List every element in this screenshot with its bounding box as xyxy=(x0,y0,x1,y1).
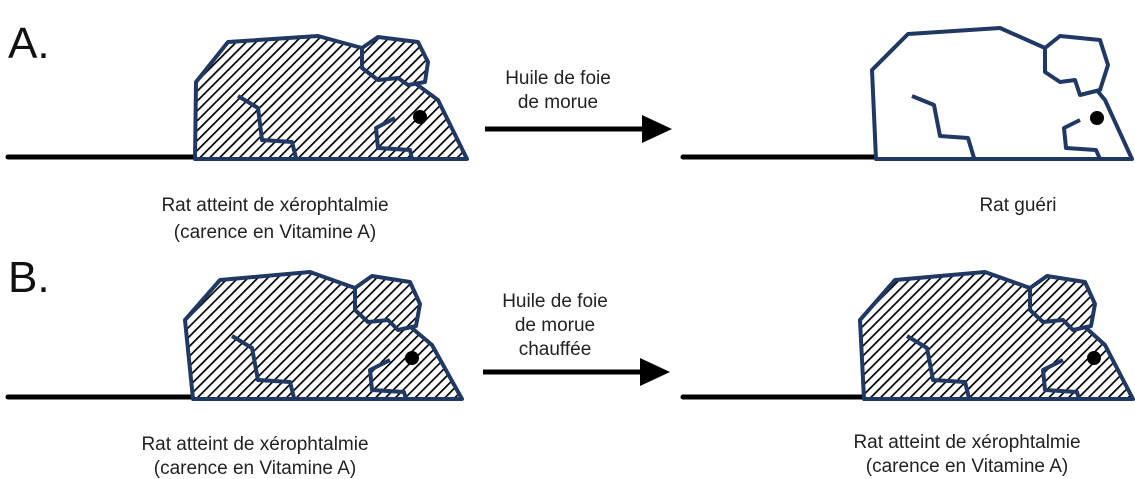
arrow-a-line-2: de morue xyxy=(518,92,598,113)
caption-a-right-line-1: Rat guéri xyxy=(979,195,1056,216)
caption-b-right-line-2: (carence en Vitamine A) xyxy=(866,456,1068,477)
arrow-b-line-2: de morue xyxy=(515,315,595,336)
caption-b-left-line-2: (carence en Vitamine A) xyxy=(154,458,356,479)
panel-a-label: A. xyxy=(8,19,50,68)
arrow-b-line-1: Huile de foie xyxy=(502,291,608,312)
caption-b-right-line-1: Rat atteint de xérophtalmie xyxy=(853,432,1080,453)
arrow-b-line-3: chauffée xyxy=(519,339,592,360)
caption-b-left-line-1: Rat atteint de xérophtalmie xyxy=(141,434,368,455)
hatched-rat-icon xyxy=(858,270,1135,401)
right-arrow-icon xyxy=(483,358,670,386)
right-arrow-icon xyxy=(485,115,672,143)
panel-b-label: B. xyxy=(8,253,50,302)
arrow-a-line-1: Huile de foie xyxy=(505,68,611,89)
caption-a-left-line-2: (carence en Vitamine A) xyxy=(174,222,376,243)
hatched-rat-icon xyxy=(183,270,464,401)
panel-b: B. Huile de foie de morue chauffée xyxy=(5,253,1135,479)
hatched-rat-icon xyxy=(193,34,469,161)
outline-rat-icon xyxy=(870,26,1134,161)
panel-a: A. Huile de foie de morue xyxy=(5,19,1134,243)
caption-a-left-line-1: Rat atteint de xérophtalmie xyxy=(161,195,388,216)
